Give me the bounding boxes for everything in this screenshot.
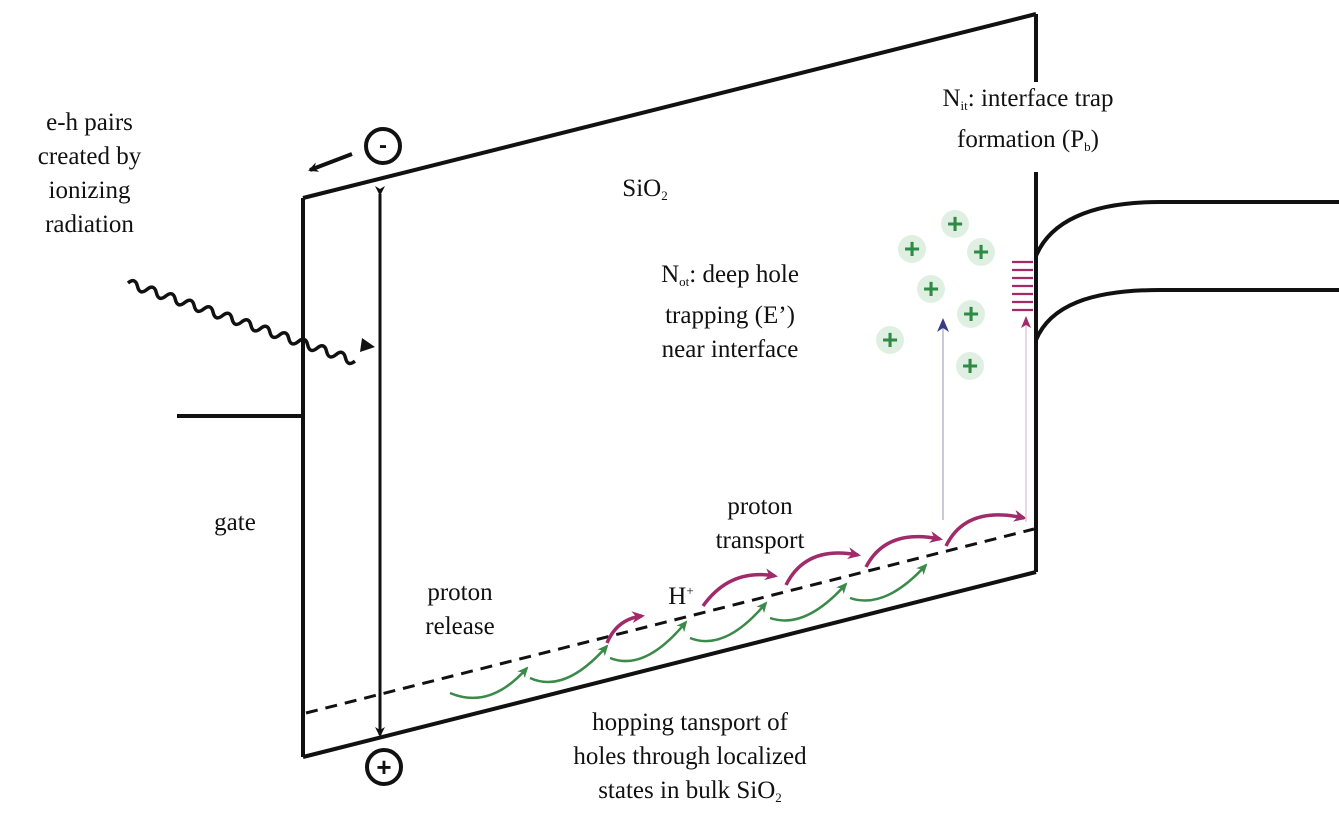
trapped-hole-plus: + bbox=[923, 273, 939, 304]
hole-sign: + bbox=[376, 752, 391, 782]
oxide-valence-band bbox=[302, 570, 1037, 759]
trapped-hole-glow bbox=[957, 300, 985, 328]
hopping-line-3: states in bulk SiO2 bbox=[540, 774, 840, 815]
proton-transport-line-1: proton bbox=[727, 493, 793, 520]
hole-rise-arrowhead bbox=[937, 318, 949, 332]
hplus-symbol: H bbox=[668, 583, 687, 610]
not-subscript: ot bbox=[679, 274, 690, 289]
proton-release-line-2: release bbox=[425, 613, 495, 640]
proton-transport-line-2: transport bbox=[715, 527, 805, 554]
sio2-text: SiO bbox=[622, 175, 662, 202]
interface-trap-line-1: Nit: interface trap bbox=[878, 82, 1178, 123]
not-symbol: N bbox=[661, 261, 680, 288]
pb-subscript: b bbox=[1084, 139, 1091, 154]
hplus-superscript: + bbox=[686, 583, 694, 598]
hole-symbol: + bbox=[365, 748, 403, 786]
hplus-label: H+ bbox=[656, 574, 706, 614]
trapped-hole-glow bbox=[876, 326, 904, 354]
nit-text: : interface trap bbox=[967, 85, 1114, 112]
nit-subscript: it bbox=[960, 98, 968, 113]
nit-line2-text: formation (P bbox=[957, 126, 1085, 153]
trapped-hole-plus: + bbox=[947, 208, 963, 239]
silicon-conduction-band bbox=[1034, 200, 1339, 257]
deep-hole-line-3: near interface bbox=[661, 336, 799, 363]
proton-transport-label: proton transport bbox=[690, 490, 830, 558]
deep-hole-trapping-label: Not: deep hole trapping (E’) near interf… bbox=[620, 258, 840, 367]
trapped-hole-plus: + bbox=[904, 233, 920, 264]
trapped-hole-glow bbox=[956, 352, 984, 380]
nit-symbol: N bbox=[942, 85, 961, 112]
hole-hopping-arrows bbox=[449, 563, 928, 700]
gate-label: gate bbox=[195, 506, 275, 540]
trapped-hole-plus: + bbox=[882, 324, 898, 355]
electron-escape-arrow bbox=[308, 152, 353, 172]
hopping-line-3-text: states in bulk SiO bbox=[598, 777, 776, 804]
ionizing-radiation-squiggle bbox=[126, 278, 357, 366]
trapped-hole-glow bbox=[941, 210, 969, 238]
interface-trap-label: Nit: interface trap formation (Pb) bbox=[878, 82, 1178, 164]
trapped-hole-glow bbox=[917, 275, 945, 303]
hopping-line-2: holes through localized bbox=[573, 743, 807, 770]
trapped-holes: +++++++ bbox=[876, 208, 995, 381]
oxide-conduction-band bbox=[302, 12, 1037, 200]
deep-hole-line-1: Not: deep hole bbox=[620, 258, 840, 299]
interface-trap-arrowhead bbox=[1021, 316, 1031, 328]
proton-release-line-1: proton bbox=[427, 579, 493, 606]
radiation-arrowhead bbox=[360, 338, 375, 352]
eh-pairs-line-4: radiation bbox=[45, 211, 134, 238]
interface-traps bbox=[1012, 260, 1033, 312]
hopping-subscript: 2 bbox=[775, 790, 782, 805]
trapped-hole-glow bbox=[898, 235, 926, 263]
electron-symbol: - bbox=[364, 127, 402, 165]
eh-pairs-line-3: ionizing bbox=[48, 177, 131, 204]
proton-transport-arrows bbox=[605, 509, 1027, 644]
hopping-line-1: hopping tansport of bbox=[592, 709, 788, 736]
sio2-label: SiO2 bbox=[605, 172, 685, 213]
trapped-hole-plus: + bbox=[963, 298, 979, 329]
deep-hole-line-2: trapping (E’) bbox=[665, 302, 795, 329]
eh-pairs-line-1: e-h pairs bbox=[46, 109, 133, 136]
proton-release-label: proton release bbox=[395, 576, 525, 644]
hopping-transport-label: hopping tansport of holes through locali… bbox=[540, 706, 840, 815]
nit-line2-end: ) bbox=[1090, 126, 1099, 153]
silicon-valence-band bbox=[1034, 288, 1339, 341]
trapped-hole-plus: + bbox=[962, 350, 978, 381]
gate-text: gate bbox=[214, 509, 256, 536]
sio2-subscript: 2 bbox=[661, 188, 668, 203]
localized-states-dashed-line bbox=[305, 527, 1035, 715]
interface-trap-line-2: formation (Pb) bbox=[878, 123, 1178, 164]
eh-pairs-label: e-h pairs created by ionizing radiation bbox=[12, 106, 167, 242]
trapped-hole-glow bbox=[967, 238, 995, 266]
not-text: : deep hole bbox=[689, 261, 799, 288]
trapped-hole-plus: + bbox=[973, 236, 989, 267]
eh-pairs-line-2: created by bbox=[37, 143, 142, 170]
electron-sign: - bbox=[379, 132, 387, 159]
